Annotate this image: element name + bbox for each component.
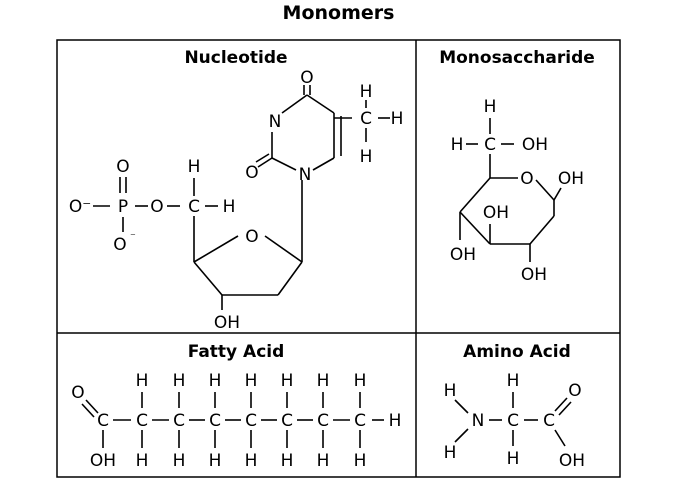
atom-h-methyl-top: H [360, 82, 373, 102]
atom-h-chain-bottom: H [281, 451, 294, 471]
atom-c-carboxyl-aa: C [543, 411, 555, 431]
atom-h-chain-bottom: H [317, 451, 330, 471]
atom-c-ch2: C [188, 197, 200, 217]
atom-h-chain-bottom: H [209, 451, 222, 471]
phosphate-group: O O⁻ P O O ⁻ H C H [69, 157, 236, 262]
charge-minus-bottom: ⁻ [130, 230, 136, 243]
atom-h-top: H [484, 97, 497, 117]
atom-o-phosphate-bottom: O [113, 235, 126, 255]
atom-c-chain: C [209, 411, 221, 431]
pyrimidine-ring: O N O N H C H H [245, 68, 403, 262]
atom-c-ch2oh: C [484, 135, 496, 155]
atom-n-ring: N [269, 112, 282, 132]
monosaccharide-title: Monosaccharide [439, 48, 595, 68]
atom-oh-c4: OH [450, 245, 476, 265]
atom-o-minus-left: O⁻ [69, 197, 91, 217]
atom-h-ch2-right: H [223, 197, 236, 217]
atom-p: P [118, 197, 128, 217]
atom-c-chain: C [136, 411, 148, 431]
amino-acid-panel: Amino Acid H H N H C H C O OH [444, 342, 585, 471]
nucleotide-panel: Nucleotide O N O N [69, 48, 404, 333]
atom-h-chain-top: H [136, 371, 149, 391]
atom-h-chain-top: H [209, 371, 222, 391]
atom-oh-c1: OH [558, 169, 584, 189]
atom-h-chain-bottom: H [136, 451, 149, 471]
atom-o-ring: O [520, 169, 533, 189]
atom-oh-sugar: OH [214, 313, 240, 333]
atom-c-chain: C [317, 411, 329, 431]
fatty-acid-panel: Fatty Acid O C OH HCHHCHHCHHCHHCHHCHHCH … [71, 342, 401, 471]
atom-oh-carboxyl-aa: OH [559, 451, 585, 471]
atom-h-chain-top: H [173, 371, 186, 391]
atom-h-chain-top: H [354, 371, 367, 391]
atom-c-chain: C [245, 411, 257, 431]
atom-h-terminal: H [389, 411, 402, 431]
atom-h-chain-bottom: H [245, 451, 258, 471]
atom-c-chain: C [354, 411, 366, 431]
atom-c-chain: C [173, 411, 185, 431]
atom-c-carboxyl: C [97, 411, 109, 431]
atom-oh-c3: OH [483, 203, 509, 223]
atom-oh-c2: OH [521, 265, 547, 285]
amino-acid-title: Amino Acid [463, 342, 571, 362]
atom-o-carbonyl: O [71, 383, 84, 403]
atom-h-chain-bottom: H [173, 451, 186, 471]
atom-o-carbonyl-top: O [300, 68, 313, 88]
atom-o-ester: O [150, 197, 163, 217]
monosaccharide-panel: Monosaccharide H H C OH O OH OH OH OH [439, 48, 595, 285]
diagram-frame [56, 39, 621, 478]
atom-h-methyl-right: H [391, 109, 404, 129]
atom-h-ch2-top: H [188, 157, 201, 177]
atom-h-alpha-top: H [507, 371, 520, 391]
atom-h-amine-top: H [444, 381, 457, 401]
nucleotide-title: Nucleotide [184, 48, 287, 68]
atom-h-chain-bottom: H [354, 451, 367, 471]
atom-o-phosphate-top: O [116, 157, 129, 177]
atom-o-carbonyl-left: O [245, 163, 258, 183]
atom-c-chain: C [281, 411, 293, 431]
atom-n-glycosidic: N [299, 165, 312, 185]
fatty-acid-title: Fatty Acid [188, 342, 285, 362]
atom-h-chain-top: H [281, 371, 294, 391]
atom-oh-top: OH [522, 135, 548, 155]
atom-h-methyl-bottom: H [360, 147, 373, 167]
atom-c-alpha: C [507, 411, 519, 431]
atom-c-methyl: C [360, 109, 372, 129]
atom-oh-carboxyl: OH [90, 451, 116, 471]
page-title: Monomers [282, 2, 395, 24]
atom-h-chain-top: H [317, 371, 330, 391]
atom-o-carbonyl-aa: O [568, 381, 581, 401]
atom-h-alpha-bottom: H [507, 449, 520, 469]
atom-n-amine: N [472, 411, 485, 431]
atom-h-chain-top: H [245, 371, 258, 391]
atom-h-amine-bottom: H [444, 443, 457, 463]
deoxyribose-ring: O OH [193, 227, 303, 333]
atom-h-left: H [451, 135, 464, 155]
atom-o-sugar-ring: O [245, 227, 258, 247]
